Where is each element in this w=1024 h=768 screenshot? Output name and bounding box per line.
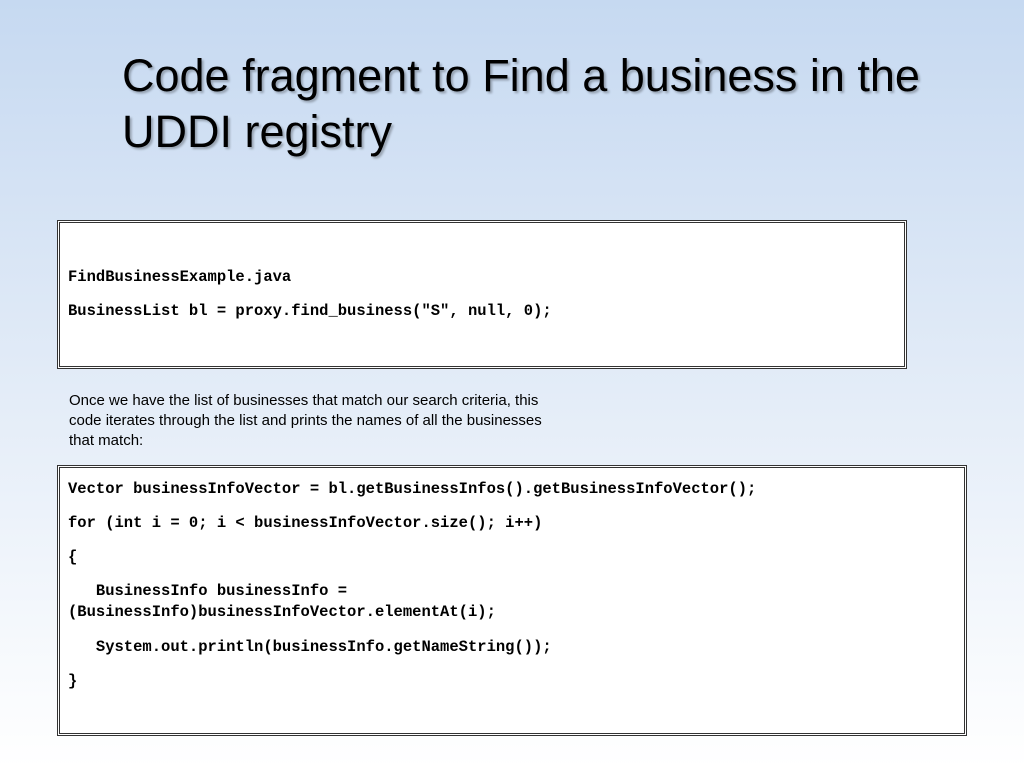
slide-description: Once we have the list of businesses that…	[69, 392, 542, 449]
slide-title: Code fragment to Find a business in the …	[122, 50, 920, 157]
code-box-iterate: Vector businessInfoVector = bl.getBusine…	[57, 465, 967, 736]
code-box-find-business: FindBusinessExample.java BusinessList bl…	[57, 220, 907, 369]
code-filename: FindBusinessExample.java	[68, 268, 292, 286]
code-line-close-brace: }	[68, 672, 78, 690]
code-line-open-brace: {	[68, 548, 78, 566]
code-line-for-loop: for (int i = 0; i < businessInfoVector.s…	[68, 514, 543, 532]
code-line-find-business: BusinessList bl = proxy.find_business("S…	[68, 302, 552, 320]
code-line-vector: Vector businessInfoVector = bl.getBusine…	[68, 480, 757, 498]
code-line-println: System.out.println(businessInfo.getNameS…	[68, 638, 552, 656]
code-line-business-info: BusinessInfo businessInfo = (BusinessInf…	[68, 582, 496, 621]
